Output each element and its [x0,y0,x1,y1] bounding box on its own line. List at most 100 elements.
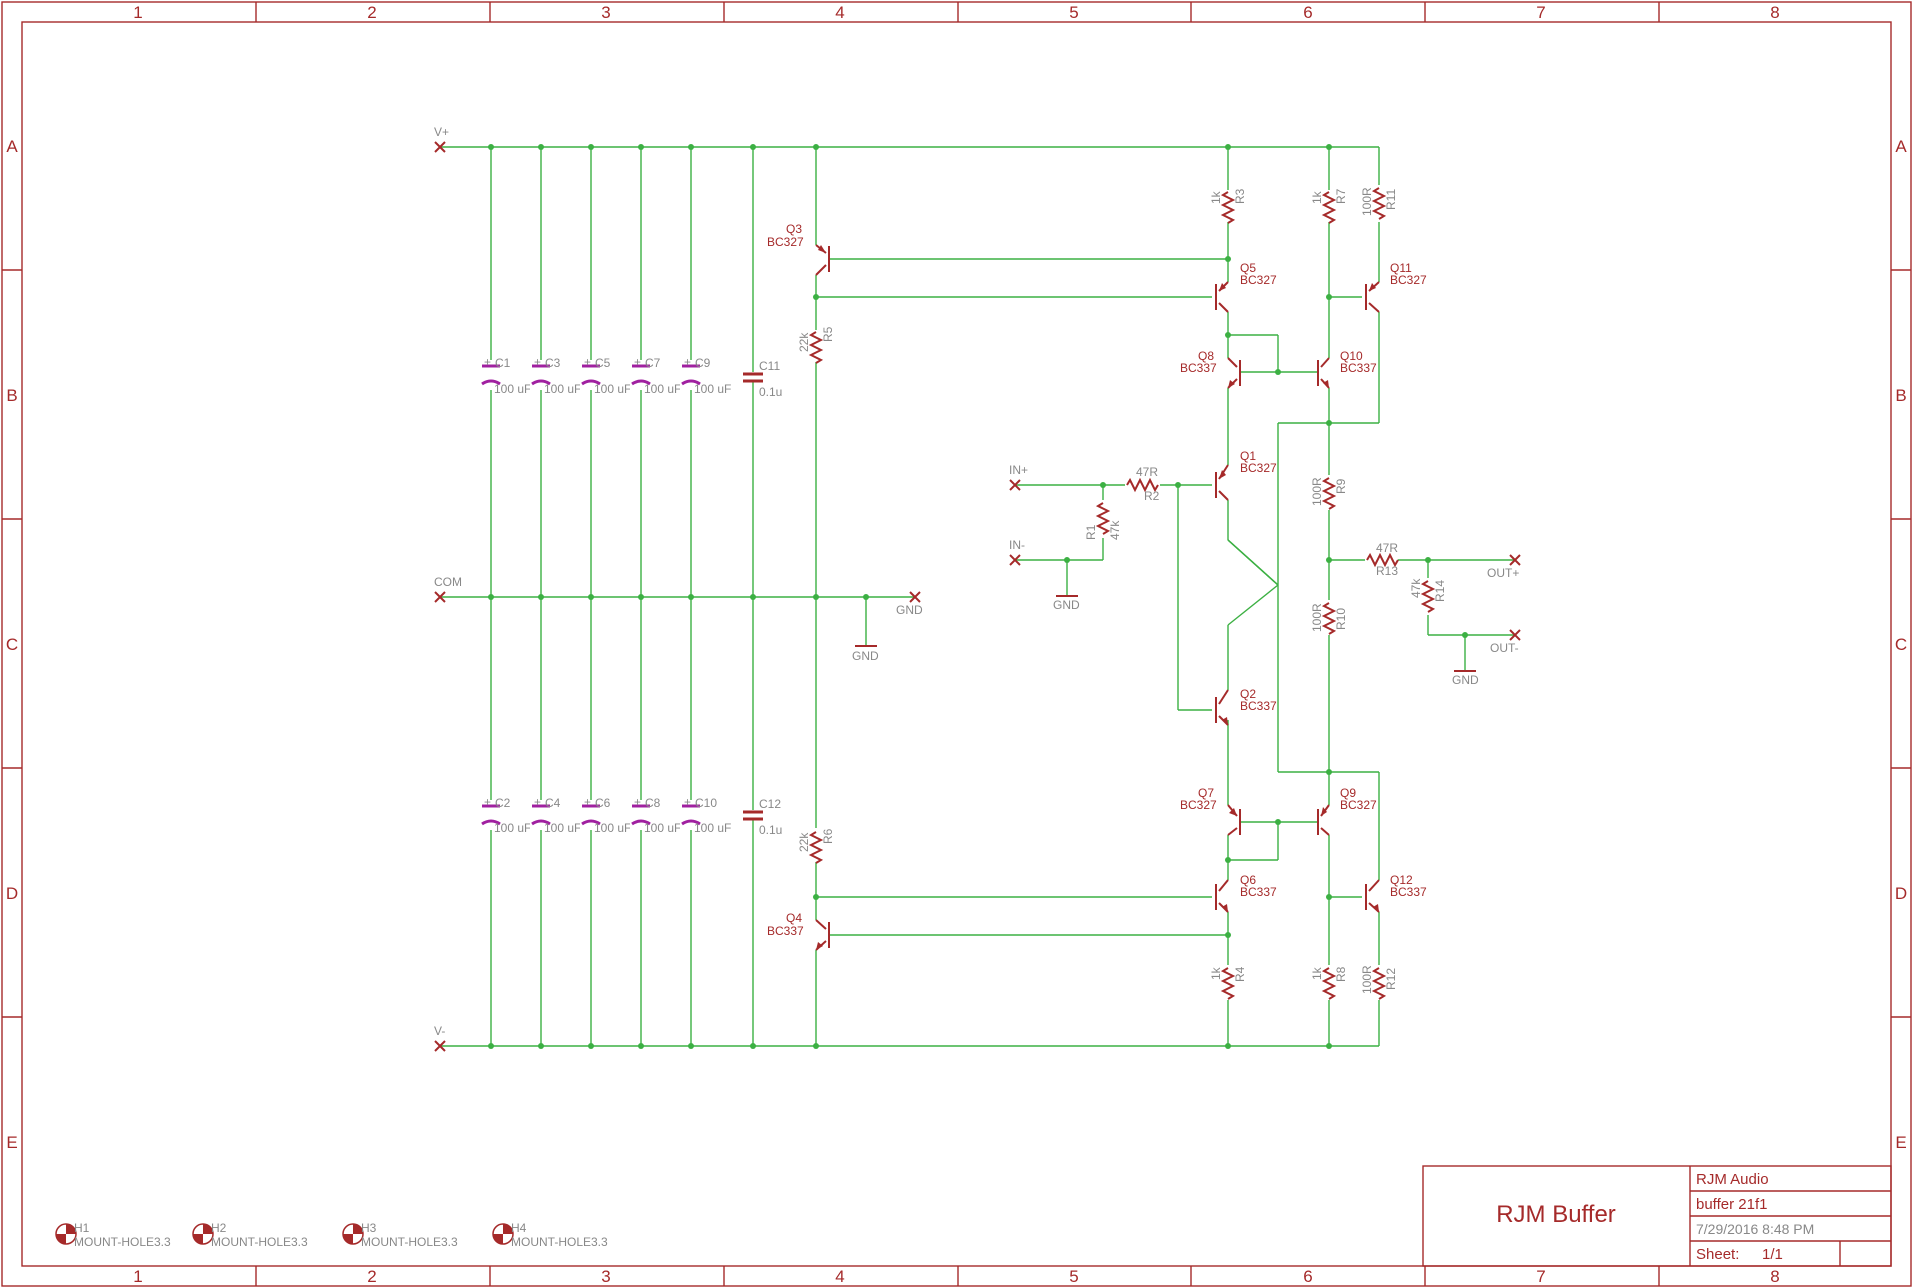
resistor-r2-ref: R2 [1144,489,1160,503]
resistor-r12-value: 100R [1360,965,1374,994]
transistor-q11: Q11 BC327 [1365,261,1427,313]
resistor-r7-value: 1k [1310,190,1324,204]
resistor-r6: 22k R6 [797,828,835,864]
svg-text:+: + [534,355,541,369]
svg-text:+: + [484,795,491,809]
capacitor-c9-ref: C9 [695,356,711,370]
zone-row-e: E [6,1133,17,1152]
transistor-q4-value: BC337 [767,924,804,938]
capacitor-c9: + C9 100 uF [680,355,731,396]
capacitor-c10-value: 100 uF [694,821,731,835]
zone-col-6: 6 [1303,3,1312,22]
transistor-q9-ref: Q9 [1340,786,1356,800]
resistor-r12: 100R R12 [1360,965,1398,1000]
svg-text:+: + [634,355,641,369]
transistor-q11-value: BC327 [1390,273,1427,287]
port-in-minus: IN- [1009,538,1025,566]
capacitor-c3-value: 100 uF [544,382,581,396]
port-in-plus: IN+ [1009,463,1028,491]
svg-text:+: + [484,355,491,369]
resistor-r3-ref: R3 [1233,188,1247,204]
port-vplus: V+ [434,125,449,153]
capacitors: + C1 100 uF + C3 100 uF + C5 100 uF + C7… [480,355,782,837]
resistor-r11-value: 100R [1360,187,1374,216]
mount-hole-h4-value: MOUNT-HOLE3.3 [511,1235,608,1249]
capacitor-c12-ref: C12 [759,797,781,811]
capacitor-c7: + C7 100 uF [630,355,681,396]
zone-col-1: 1 [133,3,142,22]
transistor-q5-ref: Q5 [1240,261,1256,275]
transistor-q4: Q4 BC337 [767,911,830,951]
zone-col-2-bottom: 2 [367,1267,376,1286]
transistors: Q3 BC327 Q4 BC337 Q5 BC327 Q8 BC337 [767,222,1427,951]
transistor-q6-value: BC337 [1240,885,1277,899]
capacitor-c6: + C6 100 uF [580,795,631,835]
capacitor-c3-ref: C3 [545,356,561,370]
capacitor-c3: + C3 100 uF [530,355,581,396]
drawing-title: RJM Buffer [1496,1201,1616,1228]
zone-col-3-bottom: 3 [601,1267,610,1286]
zone-col-5: 5 [1069,3,1078,22]
capacitor-c4: + C4 100 uF [530,795,581,835]
gnd-symbol-output-label: GND [1452,673,1479,687]
capacitor-c12: C12 0.1u [741,797,782,837]
capacitor-c2-ref: C2 [495,796,511,810]
resistor-r14-ref: R14 [1433,580,1447,602]
port-in-minus-label: IN- [1009,538,1025,552]
zone-col-8-bottom: 8 [1770,1267,1779,1286]
resistor-r5-ref: R5 [821,326,835,342]
transistor-q12-value: BC337 [1390,885,1427,899]
capacitor-c11: C11 0.1u [741,359,782,399]
resistor-r4: 1k R4 [1209,966,1247,1000]
gnd-symbol-input-label: GND [1053,598,1080,612]
resistor-r6-ref: R6 [821,828,835,844]
gnd-symbol-output: GND [1452,670,1479,687]
date-stamp: 7/29/2016 8:48 PM [1696,1221,1814,1237]
mount-hole-h3: H3 MOUNT-HOLE3.3 [342,1221,458,1249]
resistor-r6-value: 22k [797,832,811,852]
capacitor-c6-ref: C6 [595,796,611,810]
zone-col-1-bottom: 1 [133,1267,142,1286]
svg-text:+: + [584,795,591,809]
transistor-q3-ref: Q3 [786,222,802,236]
gnd-symbol-input: GND [1053,595,1080,612]
gnd-symbol-com: GND [852,645,879,663]
port-gnd-right: GND [896,591,923,617]
zone-row-d-right: D [1895,884,1907,903]
mount-hole-h1: H1 MOUNT-HOLE3.3 [55,1221,171,1249]
capacitor-c1: + C1 100 uF [480,355,531,396]
capacitor-c8-value: 100 uF [644,821,681,835]
mount-hole-h2-ref: H2 [211,1221,227,1235]
resistor-r14: 47k R14 [1409,578,1447,613]
mount-hole-h4-ref: H4 [511,1221,527,1235]
zone-col-4-bottom: 4 [835,1267,844,1286]
sheet-number: 1/1 [1762,1246,1783,1263]
resistor-r14-value: 47k [1409,578,1423,598]
capacitor-c10-ref: C10 [695,796,717,810]
capacitor-c8-ref: C8 [645,796,661,810]
capacitor-c4-value: 100 uF [544,821,581,835]
resistor-r5: 22k R5 [797,326,835,364]
svg-text:+: + [684,795,691,809]
resistor-r1-value: 47k [1108,520,1122,540]
zone-row-b-right: B [1895,386,1906,405]
capacitor-c5-value: 100 uF [594,382,631,396]
gnd-symbol-com-label: GND [852,649,879,663]
resistor-r13-ref: R13 [1376,564,1398,578]
transistor-q6-ref: Q6 [1240,873,1256,887]
capacitor-c2: + C2 100 uF [480,795,531,835]
zone-col-7: 7 [1536,3,1545,22]
mount-hole-h1-value: MOUNT-HOLE3.3 [74,1235,171,1249]
mount-hole-h2-value: MOUNT-HOLE3.3 [211,1235,308,1249]
zone-col-3: 3 [601,3,610,22]
resistor-r13-value: 47R [1376,541,1398,555]
capacitor-c10: + C10 100 uF [680,795,731,835]
zone-row-a-right: A [1895,137,1907,156]
capacitor-c9-value: 100 uF [694,382,731,396]
port-gnd-label: GND [896,603,923,617]
junction-dots [488,144,1468,1049]
zone-row-e-right: E [1895,1133,1906,1152]
